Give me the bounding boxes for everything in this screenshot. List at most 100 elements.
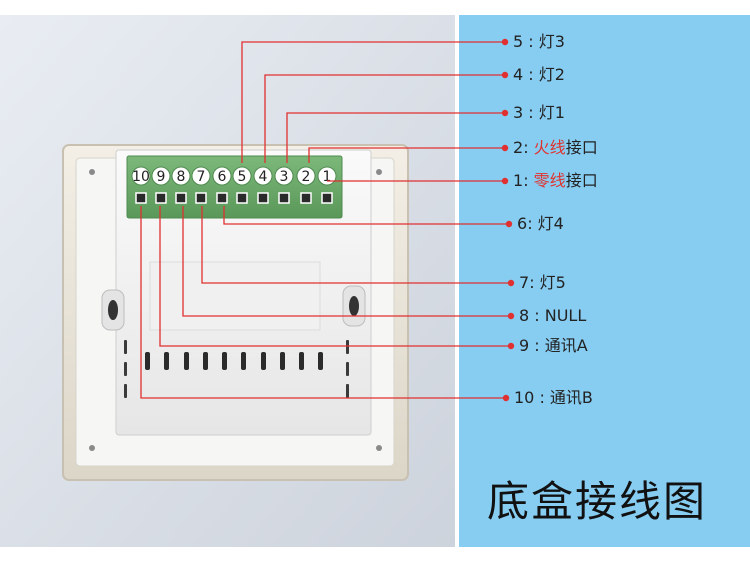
terminal-8: 8 [171, 166, 191, 204]
vent-slot [346, 362, 349, 376]
terminal-10: 10 [131, 166, 151, 204]
pin-separator: : [527, 214, 538, 233]
terminal-number: 8 [177, 169, 186, 185]
pin-label-7: 7: 灯5 [519, 274, 566, 292]
pin-label-2: 2: 火线接口 [513, 139, 598, 157]
terminal-3: 3 [274, 166, 294, 204]
pin-label-1: 1: 零线接口 [513, 172, 598, 190]
terminal-6: 6 [212, 166, 232, 204]
pin-separator: : [523, 32, 539, 51]
terminal-number: 10 [132, 169, 150, 185]
terminal-5: 5 [232, 166, 252, 204]
mount-hole [349, 296, 359, 316]
terminal-2: 2 [296, 166, 316, 204]
vent-slot [318, 352, 323, 370]
frame-screw-hole [89, 169, 95, 175]
vent-slot [222, 352, 227, 370]
vent-slot [124, 340, 127, 354]
terminal-number: 2 [302, 169, 311, 185]
vent-slot [164, 352, 169, 370]
terminal-number: 4 [259, 169, 268, 185]
pin-label-5: 5 : 灯3 [513, 33, 565, 51]
terminal-9: 9 [151, 166, 171, 204]
pin-number: 8 [519, 306, 530, 325]
terminal-number: 5 [238, 169, 247, 185]
pin-label-9: 9 : 通讯A [519, 337, 588, 355]
pin-number: 5 [513, 32, 524, 51]
wire-end-dot [507, 279, 515, 287]
pin-separator: : [523, 103, 539, 122]
pin-label-8: 8 : NULL [519, 307, 586, 325]
pin-separator: : [529, 306, 545, 325]
mount-hole [108, 300, 118, 320]
bottom-strip [0, 547, 750, 567]
terminal-number: 6 [218, 169, 227, 185]
vent-slot [203, 352, 208, 370]
pin-function: 接口 [565, 171, 598, 190]
vent-slot [346, 340, 349, 354]
box-window [149, 261, 321, 331]
pin-wire-type: 零线 [533, 171, 566, 190]
wire-group [140, 38, 515, 402]
pin-number: 6 [517, 214, 528, 233]
wire-4 [264, 74, 505, 163]
wire-5 [241, 41, 505, 163]
terminal-number: 3 [280, 169, 289, 185]
pin-number: 7 [519, 273, 530, 292]
wire-6 [223, 206, 509, 225]
vent-slot [299, 352, 304, 370]
vent-slot [280, 352, 285, 370]
wire-end-dot [501, 144, 509, 152]
frame-screw-hole [376, 169, 382, 175]
pin-number: 1 [513, 171, 524, 190]
vent-slot [145, 352, 150, 370]
terminal-number: 9 [157, 169, 166, 185]
label-panel [459, 15, 750, 547]
pin-number: 3 [513, 103, 524, 122]
pin-function: 通讯A [544, 336, 588, 355]
vent-row [124, 340, 349, 398]
wire-end-dot [501, 71, 509, 79]
wire-end-dot [505, 220, 513, 228]
pin-function: 通讯B [549, 388, 593, 407]
wire-end-dot [501, 109, 509, 117]
vent-slot [261, 352, 266, 370]
wire-9 [159, 206, 511, 347]
pin-function: 灯5 [539, 273, 566, 292]
pin-number: 9 [519, 336, 530, 355]
wire-end-dot [507, 342, 515, 350]
pin-separator: : [523, 65, 539, 84]
terminal-block [126, 155, 343, 219]
pin-function: 接口 [565, 138, 598, 157]
vent-slot [184, 352, 189, 370]
vent-slot [124, 384, 127, 398]
pin-function: NULL [544, 306, 587, 325]
wire-2 [308, 147, 505, 163]
pin-separator: : [523, 138, 534, 157]
wire-end-dot [507, 312, 515, 320]
pin-separator: : [534, 388, 550, 407]
wire-end-dot [501, 177, 509, 185]
diagram-title: 底盒接线图 [487, 477, 708, 526]
wire-8 [182, 206, 511, 317]
vent-slot [124, 362, 127, 376]
terminal-number: 7 [197, 169, 206, 185]
wire-end-dot [501, 38, 509, 46]
pin-separator: : [523, 171, 534, 190]
pin-number: 4 [513, 65, 524, 84]
pin-wire-type: 火线 [533, 138, 566, 157]
wire-end-dot [502, 394, 510, 402]
vent-slot [346, 384, 349, 398]
wire-10 [140, 206, 506, 399]
pin-label-4: 4 : 灯2 [513, 66, 565, 84]
pin-function: 灯1 [538, 103, 565, 122]
terminal-number: 1 [323, 169, 332, 185]
pin-function: 灯2 [538, 65, 565, 84]
frame-screw-hole [89, 445, 95, 451]
terminal-7: 7 [191, 166, 211, 204]
wire-7 [201, 206, 511, 284]
pin-separator: : [529, 273, 540, 292]
pin-label-10: 10 : 通讯B [514, 389, 593, 407]
